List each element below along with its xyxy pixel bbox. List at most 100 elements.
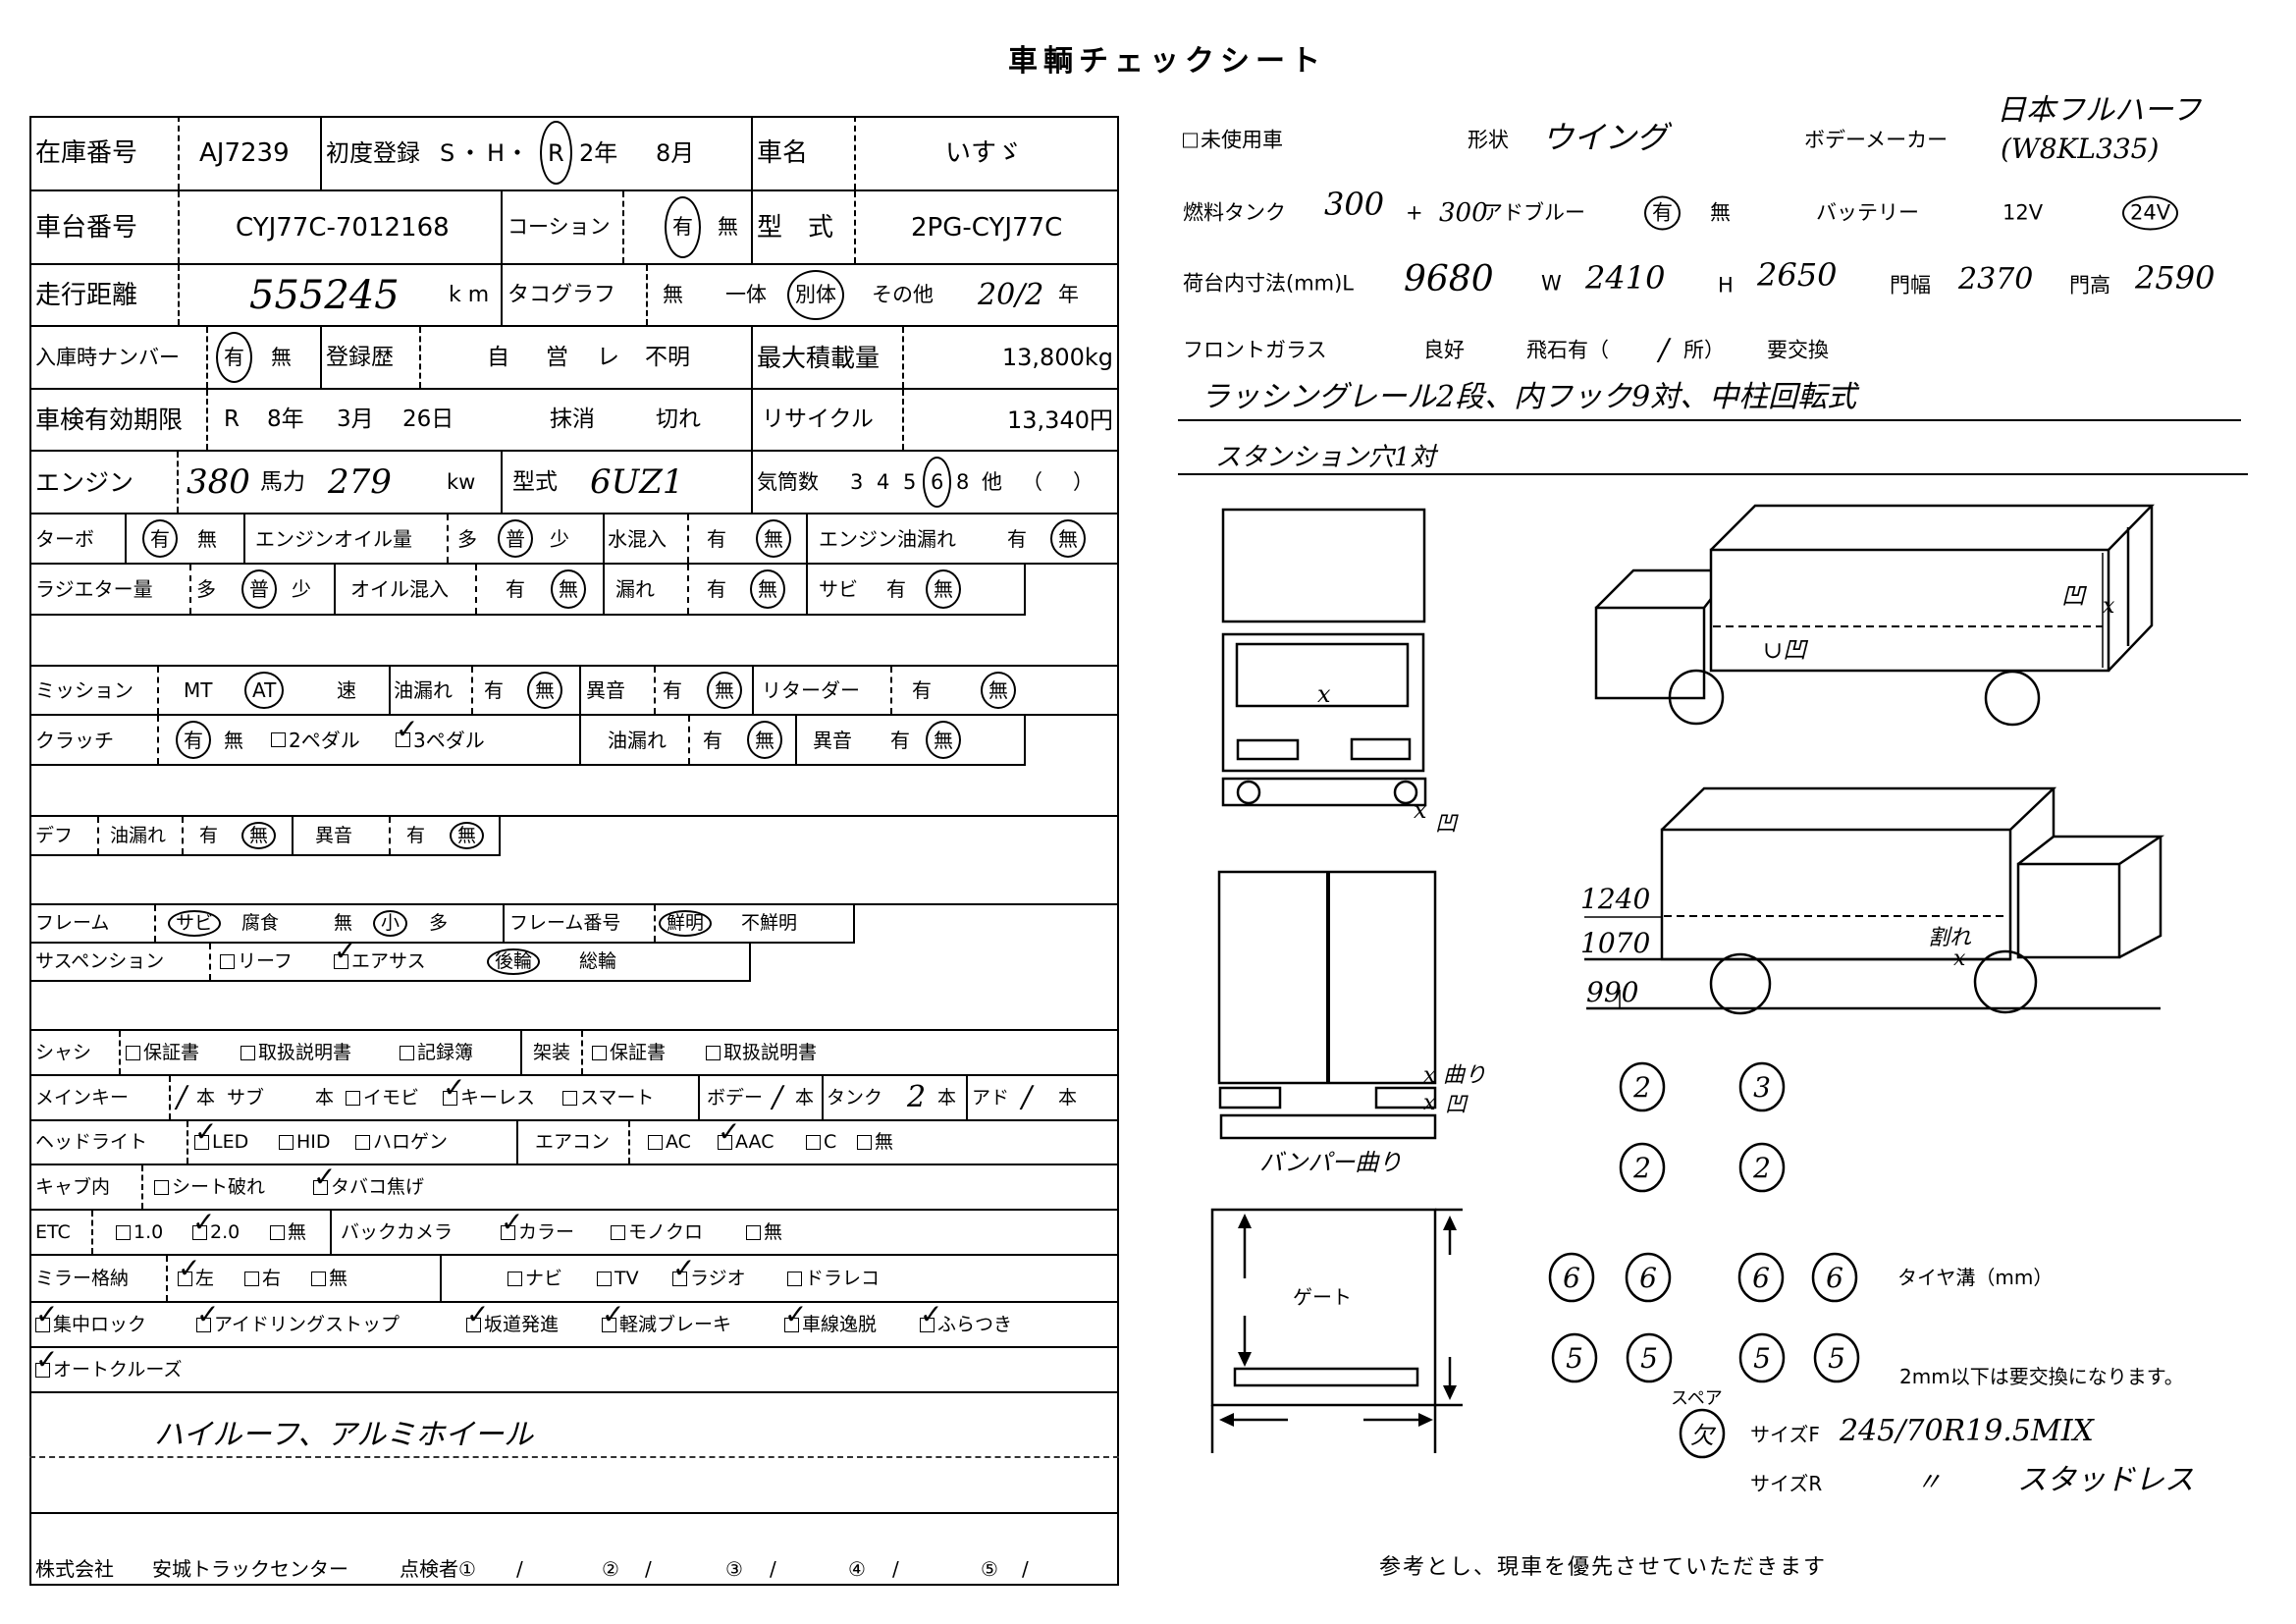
adblue-option-yes: 有 (1644, 195, 1681, 231)
rear-dent-note: 凹 (1445, 1093, 1468, 1117)
front-bumper-outline (1221, 777, 1427, 807)
arrowhead-up-icon (1443, 1216, 1457, 1230)
clutch-noise-option-yes: 有 (890, 728, 910, 752)
cab-top-outline (2017, 835, 2165, 866)
front-wheel (1668, 669, 1725, 726)
cab-front-outline (1221, 632, 1425, 773)
cell-divider (320, 116, 322, 189)
cell-divider (501, 191, 503, 263)
arrowhead-right-icon (1418, 1413, 1433, 1427)
cell-divider (751, 390, 753, 450)
cargo-length-value: 9680 (1404, 259, 1494, 299)
checkbox-label: キーレス (460, 1086, 536, 1109)
caution-plate-label: コーション (507, 215, 611, 239)
checkbox-box (126, 1045, 140, 1060)
engine-kw-value: 279 (328, 462, 392, 502)
row-documents: シャシ 保証書 取扱説明書 記録簿 架装 保証書 取扱説明書 (29, 1031, 1119, 1076)
side-right-crack-note: 割れ (1928, 926, 1972, 950)
body-maker-model: (W8KL335) (2001, 133, 2160, 165)
checkbox-immobilizer: イモビ (346, 1076, 419, 1119)
tire-rear1-inner-left-value: 6 (1639, 1262, 1657, 1294)
main-key-unit: 本 (196, 1086, 216, 1109)
engine-horsepower-label: 馬力 (260, 468, 305, 495)
frame-number-option-clear: 鮮明 (659, 910, 713, 937)
cell-divider (902, 390, 904, 450)
checkbox-halogen: ハロゲン (355, 1121, 448, 1164)
checkbox-label: イモビ (363, 1086, 420, 1109)
cell-divider (157, 667, 159, 714)
mirror-fold-label: ミラー格納 (35, 1267, 130, 1289)
tire-circle (1548, 1252, 1595, 1303)
spare-tire-label: スペア (1671, 1388, 1723, 1409)
checkbox-camera-color: カラー (501, 1209, 574, 1254)
checkbox-box (602, 1301, 624, 1332)
fog-lamp-right (1393, 780, 1418, 805)
inspector-5-slash: / (1022, 1556, 1029, 1581)
row-clutch: クラッチ 有 無 2ペダル 3ペダル 油漏れ 有 無 異音 有 無 (29, 716, 1026, 766)
chassis-number-value: CYJ77C-7012168 (236, 212, 450, 243)
tire-circle (1619, 1061, 1666, 1112)
cell-divider (206, 390, 208, 450)
cell-divider (330, 1211, 332, 1254)
row-mirror: ミラー格納 左 右 無 ナビ TV ラジオ ドラレコ (29, 1255, 1119, 1303)
car-name-value: いすゞ (945, 137, 1023, 168)
frame-corrosion-label: 腐食 (241, 912, 280, 934)
cell-divider (501, 452, 503, 513)
rear-wheel (1984, 670, 2041, 727)
row-suspension: サスペンション リーフ エアサス 後輪 総輪 (29, 938, 751, 982)
clutch-label: クラッチ (35, 728, 114, 752)
battery-option-12v: 12V (2002, 200, 2044, 225)
tire-circle (1625, 1252, 1672, 1303)
windshield-option-good: 良好 (1423, 338, 1465, 362)
checkbox-box (220, 954, 235, 969)
main-key-count: / (177, 1080, 187, 1114)
checkbox-box (271, 732, 286, 747)
check-sheet-table: 在庫番号 AJ7239 初度登録 S ・ H ・ R 2年 8月 車名 いすゞ … (29, 116, 1119, 1586)
tail-lamp-left (1218, 1086, 1282, 1110)
remark-underline-2 (1178, 473, 2248, 475)
checkbox-ac: AC (648, 1121, 691, 1164)
cell-divider (206, 327, 208, 388)
cell-divider (752, 667, 754, 714)
cell-divider (581, 1031, 583, 1074)
checkbox-idling-stop: アイドリングストップ (196, 1301, 400, 1346)
chassis-docs-label: シャシ (35, 1041, 92, 1063)
checkbox-label: AC (666, 1131, 691, 1153)
checkbox-camera-mono: モノクロ (611, 1211, 703, 1254)
tachograph-label: タコグラフ (507, 282, 616, 307)
row-cruise: オートクルーズ (29, 1346, 1119, 1393)
transmission-leak-option-no: 無 (527, 672, 562, 709)
frame-corrosion-option-many: 多 (429, 912, 449, 934)
cell-divider (187, 1121, 188, 1164)
checkbox-label: タバコ焦げ (331, 1175, 425, 1198)
cell-divider (501, 265, 503, 325)
inspector-3-number: ③ (725, 1556, 743, 1581)
checkbox-label: 保証書 (143, 1041, 200, 1063)
checkbox-central-lock: 集中ロック (35, 1301, 146, 1346)
tank-key-label: タンク (827, 1086, 883, 1109)
checkbox-cigarette-burn: タバコ焦げ (313, 1164, 425, 1209)
transmission-noise-label: 異音 (586, 678, 625, 702)
cell-divider (119, 1031, 121, 1074)
tachograph-option-other: その他 (872, 283, 934, 306)
checkbox-box (806, 1135, 821, 1150)
inspector-4-number: ④ (848, 1556, 866, 1581)
cell-divider (389, 817, 391, 854)
deck-height-value: 1240 (1580, 883, 1650, 915)
headlight-right (1350, 737, 1412, 761)
cell-divider (471, 667, 473, 714)
battery-option-24v: 24V (2122, 195, 2179, 231)
row-radiator: ラジエター量 多 普 少 オイル混入 有 無 漏れ 有 無 サビ 有 無 (29, 565, 1026, 616)
cell-divider (854, 116, 856, 189)
cell-divider (177, 452, 179, 513)
inspector-5-number: ⑤ (981, 1556, 998, 1581)
back-camera-label: バックカメラ (341, 1220, 454, 1243)
checkbox-box (706, 1045, 721, 1060)
checkbox-box (194, 1118, 217, 1150)
cab-side-outline (1594, 606, 1706, 700)
tire-circle (1813, 1332, 1860, 1383)
suspension-axle-rear: 後輪 (487, 948, 541, 975)
radiator-option-low: 少 (292, 577, 311, 601)
checkbox-drowsiness: ふらつき (920, 1301, 1012, 1346)
body-shape-label: 形状 (1468, 128, 1509, 152)
